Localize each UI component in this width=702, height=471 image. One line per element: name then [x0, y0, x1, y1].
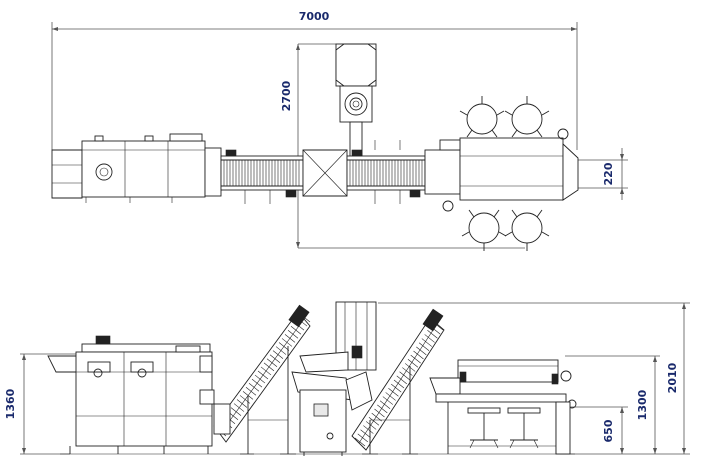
outlet-height-dimension: 650 [570, 406, 628, 454]
stool-top-right [504, 96, 550, 138]
machine-height-label: 1360 [4, 388, 17, 419]
outlet-width-label: 220 [602, 162, 615, 185]
central-sieve-side [291, 301, 377, 456]
stool-bottom-left [461, 209, 507, 251]
stools-plan [459, 96, 550, 251]
conveyor-1-plan [220, 149, 304, 204]
outlet-height-label: 650 [602, 419, 615, 442]
roaster-unit-side [47, 335, 215, 454]
stool-bottom-right [504, 209, 550, 251]
incline-conveyor-1-side [213, 304, 311, 455]
elevation-view: 1360 2010 1300 650 [4, 301, 690, 456]
outlet-width-dimension: 220 [578, 148, 628, 200]
stool-top-left [459, 96, 505, 138]
incline-conveyor-2-side [351, 308, 445, 455]
inspection-height-dimension: 1300 [565, 355, 660, 454]
length-dimension: 7000 [51, 10, 578, 150]
stools-side [467, 407, 541, 449]
inspection-table-plan [424, 128, 579, 212]
roaster-unit-plan [51, 133, 222, 203]
inspection-height-label: 1300 [636, 389, 649, 420]
stool-side-right [507, 407, 541, 449]
length-dimension-label: 7000 [299, 10, 330, 23]
depth-dimension-label: 2700 [280, 80, 293, 111]
overall-height-label: 2010 [666, 362, 679, 393]
inspection-table-side [429, 359, 577, 455]
depth-dimension: 2700 [280, 43, 525, 249]
stool-side-left [467, 407, 501, 449]
central-hopper-plan [302, 43, 377, 197]
overall-height-dimension: 2010 [378, 302, 690, 455]
machine-height-dimension: 1360 [4, 353, 76, 455]
plan-view: 7000 2700 220 [51, 10, 628, 251]
